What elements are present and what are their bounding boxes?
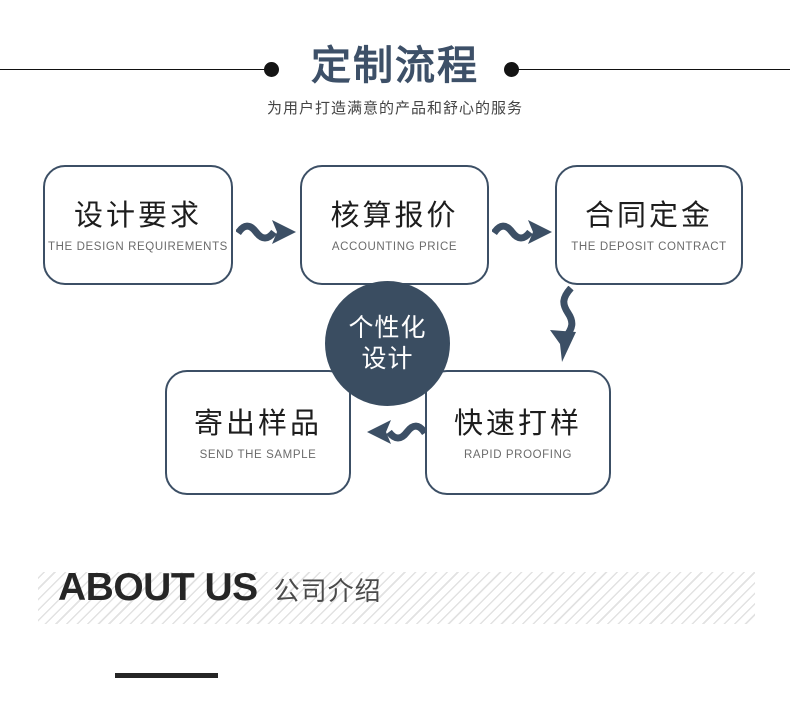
arrow-deposit-to-proofing bbox=[550, 286, 576, 362]
flow-step-sample[interactable]: 寄出样品 SEND THE SAMPLE bbox=[165, 370, 351, 495]
flow-step-proofing[interactable]: 快速打样 RAPID PROOFING bbox=[425, 370, 611, 495]
page-subtitle: 为用户打造满意的产品和舒心的服务 bbox=[266, 100, 523, 117]
flow-step-deposit[interactable]: 合同定金 THE DEPOSIT CONTRACT bbox=[555, 165, 743, 285]
flow-step-deposit-cn: 合同定金 bbox=[584, 200, 713, 232]
about-stripe-band bbox=[38, 572, 755, 624]
flow-step-price-en: ACCOUNTING PRICE bbox=[331, 241, 458, 253]
custom-process-flow: 设计要求 THE DESIGN REQUIREMENTS 核算报价 ACCOUN… bbox=[43, 165, 743, 495]
flow-step-proofing-en: RAPID PROOFING bbox=[463, 448, 573, 461]
flow-center-badge-line1: 个性化 bbox=[348, 313, 427, 342]
about-heading-cn: 公司介绍 bbox=[273, 576, 382, 606]
arrow-proofing-to-sample bbox=[367, 420, 427, 444]
arrow-price-to-deposit bbox=[492, 220, 552, 244]
flow-center-badge: 个性化 设计 bbox=[325, 281, 450, 406]
page-title: 定制流程 bbox=[311, 44, 479, 88]
header-rule-left bbox=[0, 69, 268, 70]
flow-step-design-en: THE DESIGN REQUIREMENTS bbox=[48, 241, 228, 253]
flow-step-sample-cn: 寄出样品 bbox=[193, 407, 322, 440]
section-header: 定制流程 为用户打造满意的产品和舒心的服务 bbox=[0, 0, 790, 140]
header-dot-right bbox=[504, 62, 519, 77]
bottom-divider-bar bbox=[115, 673, 218, 678]
header-rule-right bbox=[516, 69, 790, 70]
flow-step-proofing-cn: 快速打样 bbox=[453, 407, 582, 440]
about-heading-en: ABOUT US bbox=[58, 566, 258, 609]
header-dot-left bbox=[264, 62, 279, 77]
arrow-design-to-price bbox=[236, 220, 296, 244]
flow-step-price[interactable]: 核算报价 ACCOUNTING PRICE bbox=[300, 165, 489, 285]
about-heading: ABOUT US 公司介绍 bbox=[58, 566, 382, 610]
flow-step-price-cn: 核算报价 bbox=[330, 200, 459, 232]
flow-step-design[interactable]: 设计要求 THE DESIGN REQUIREMENTS bbox=[43, 165, 233, 285]
flow-step-sample-en: SEND THE SAMPLE bbox=[199, 448, 317, 461]
flow-center-badge-line2: 设计 bbox=[361, 344, 414, 373]
flow-step-deposit-en: THE DEPOSIT CONTRACT bbox=[571, 241, 727, 253]
flow-step-design-cn: 设计要求 bbox=[73, 200, 202, 232]
